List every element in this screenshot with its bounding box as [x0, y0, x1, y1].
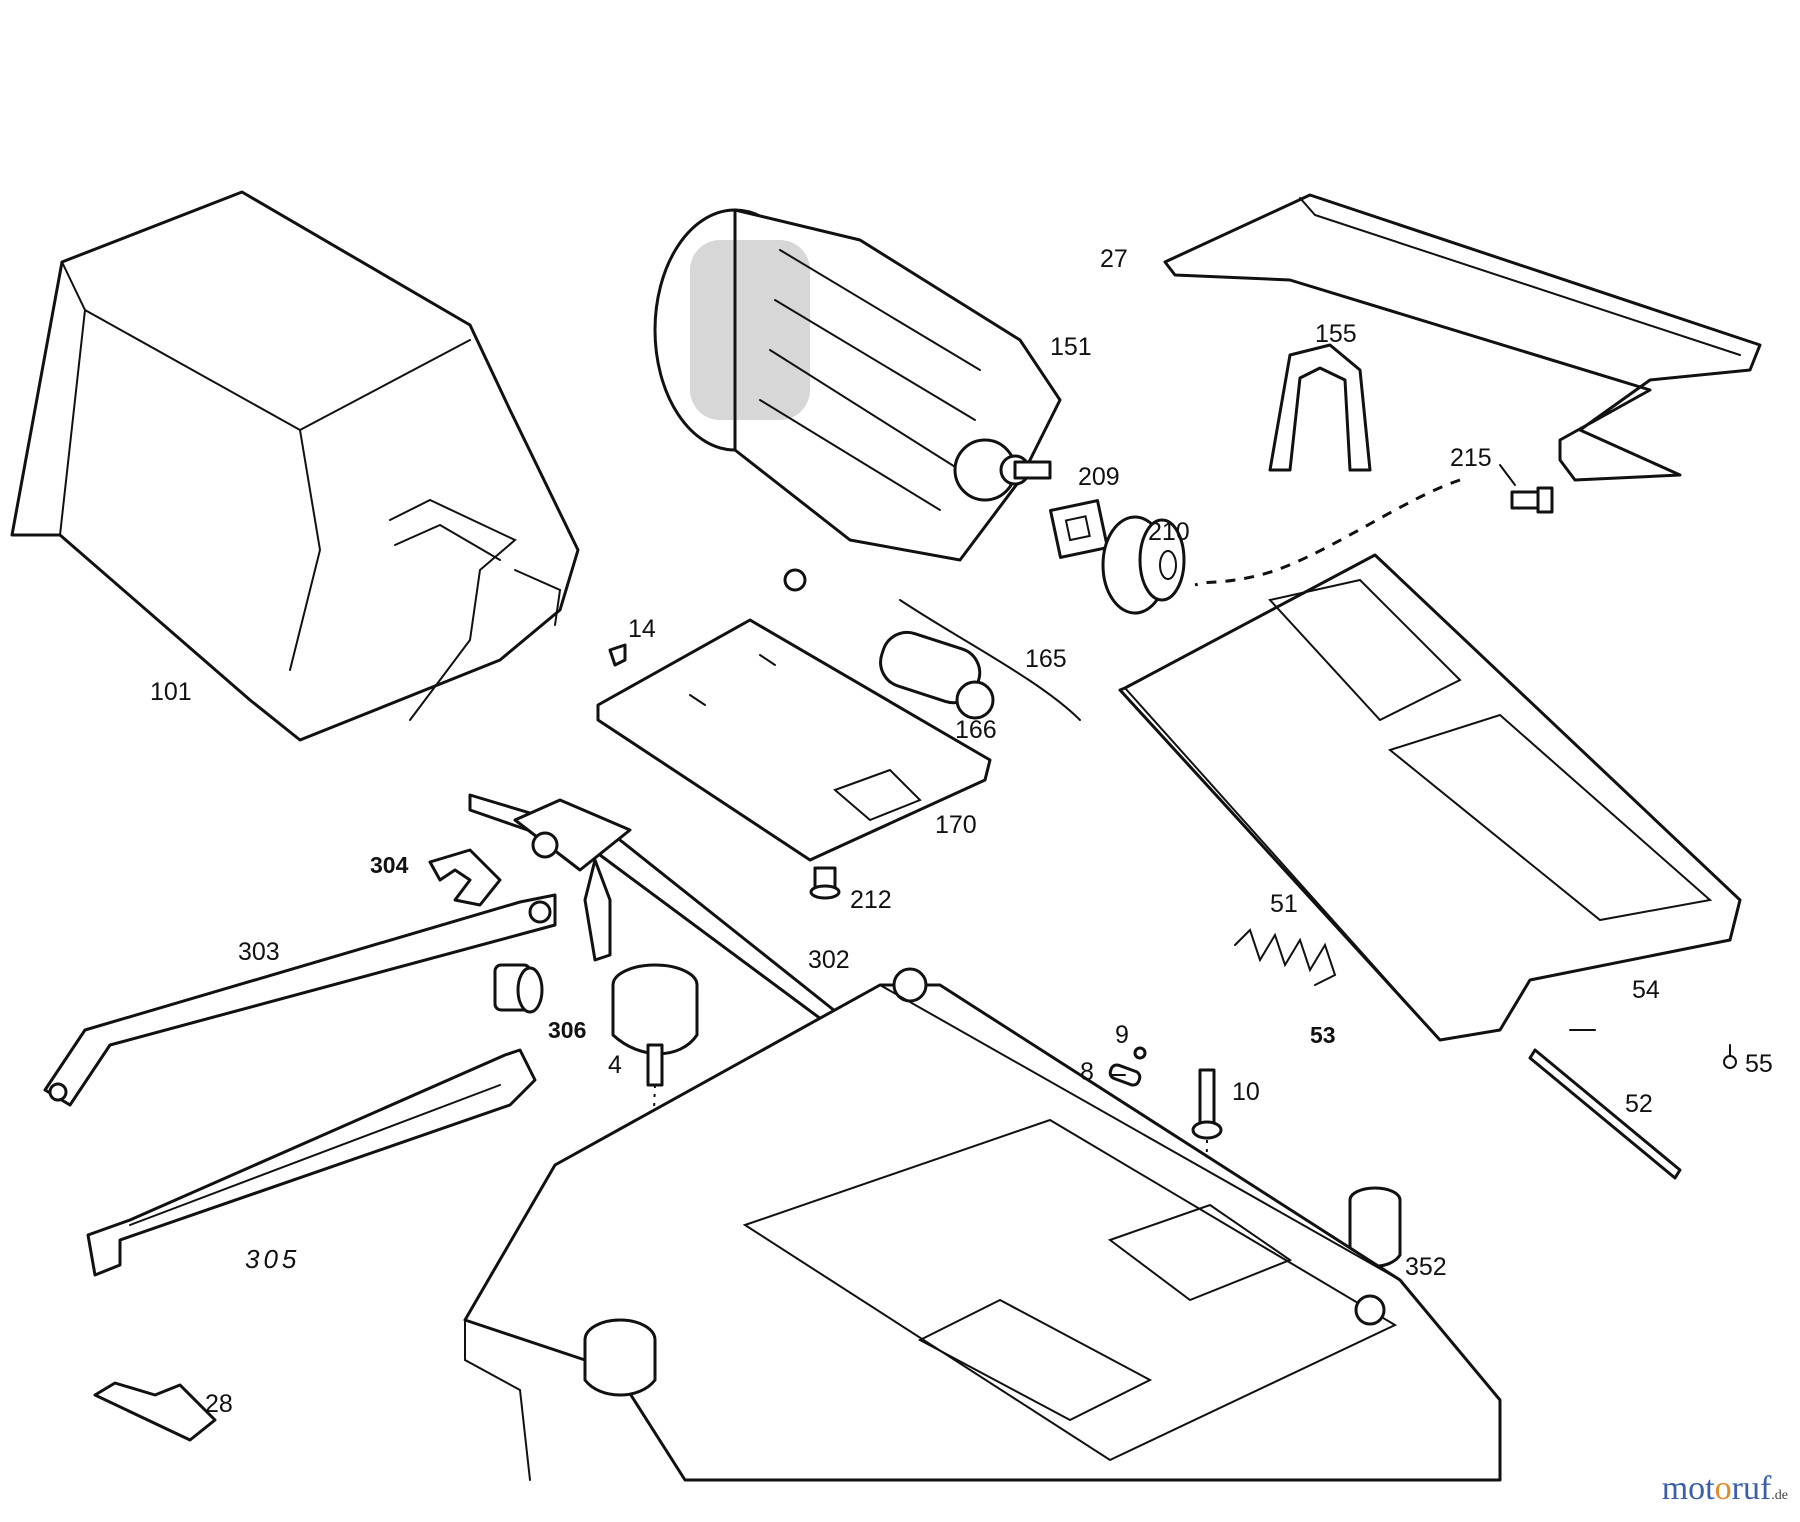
part-28-plate	[93, 1381, 217, 1442]
part-101-cover	[10, 190, 580, 742]
part-53-spring	[1234, 928, 1337, 986]
part-labels: 101 151 27 155 215 209 210 14 165 166 17…	[150, 245, 1773, 1418]
label-352: 352	[1405, 1253, 1447, 1281]
label-54: 54	[1632, 976, 1660, 1004]
label-303: 303	[238, 938, 280, 966]
part-209-nut	[1049, 499, 1109, 559]
part-4-knob	[611, 963, 699, 1326]
small-fasteners	[608, 568, 841, 900]
part-210-pulley	[1101, 515, 1186, 615]
label-302: 302	[808, 946, 850, 974]
label-166: 166	[955, 716, 997, 744]
part-305-lever	[86, 1048, 537, 1277]
label-304: 304	[370, 852, 409, 878]
part-27-bar	[1163, 193, 1762, 482]
label-8: 8	[1080, 1058, 1094, 1086]
label-212: 212	[850, 886, 892, 914]
label-101: 101	[150, 678, 192, 706]
watermark-tld: .de	[1771, 1488, 1788, 1503]
label-53: 53	[1310, 1022, 1336, 1048]
label-215: 215	[1450, 444, 1492, 472]
label-4: 4	[608, 1051, 622, 1079]
main-deck-base	[463, 967, 1502, 1482]
label-170: 170	[935, 811, 977, 839]
leader-lines	[1109, 1029, 1596, 1076]
watermark-part2: o	[1714, 1470, 1732, 1507]
label-306: 306	[548, 1017, 586, 1043]
label-55: 55	[1745, 1050, 1773, 1078]
label-28: 28	[205, 1390, 233, 1418]
part-165-wire	[899, 599, 1081, 721]
label-305: 305	[245, 1244, 300, 1274]
part-215-screw	[1194, 464, 1554, 587]
label-10: 10	[1232, 1078, 1260, 1106]
label-9: 9	[1115, 1021, 1129, 1049]
part-166-capacitor	[879, 630, 995, 720]
watermark-logo: motoruf.de	[1662, 1470, 1788, 1508]
label-165: 165	[1025, 645, 1067, 673]
part-306-cap	[493, 963, 544, 1014]
label-155: 155	[1315, 320, 1357, 348]
part-151-motor	[653, 208, 1062, 562]
label-27: 27	[1100, 245, 1128, 273]
part-302-shaft	[468, 793, 842, 1024]
part-352-bushing	[1348, 1186, 1402, 1268]
part-303-lever	[43, 893, 557, 1107]
watermark-part3: ruf	[1731, 1470, 1772, 1507]
label-51: 51	[1270, 890, 1298, 918]
part-52-rod	[1528, 1048, 1682, 1180]
label-52: 52	[1625, 1090, 1653, 1118]
part-304-clip	[428, 848, 502, 907]
part-170-plate	[596, 618, 992, 862]
label-151: 151	[1050, 333, 1092, 361]
part-55-mark	[1723, 1044, 1737, 1069]
watermark-part1: mot	[1661, 1470, 1715, 1507]
part-54-tray	[1118, 553, 1742, 1042]
part-155-belt	[1268, 343, 1372, 472]
label-14: 14	[628, 615, 656, 643]
label-209: 209	[1078, 463, 1120, 491]
label-210: 210	[1148, 518, 1190, 546]
